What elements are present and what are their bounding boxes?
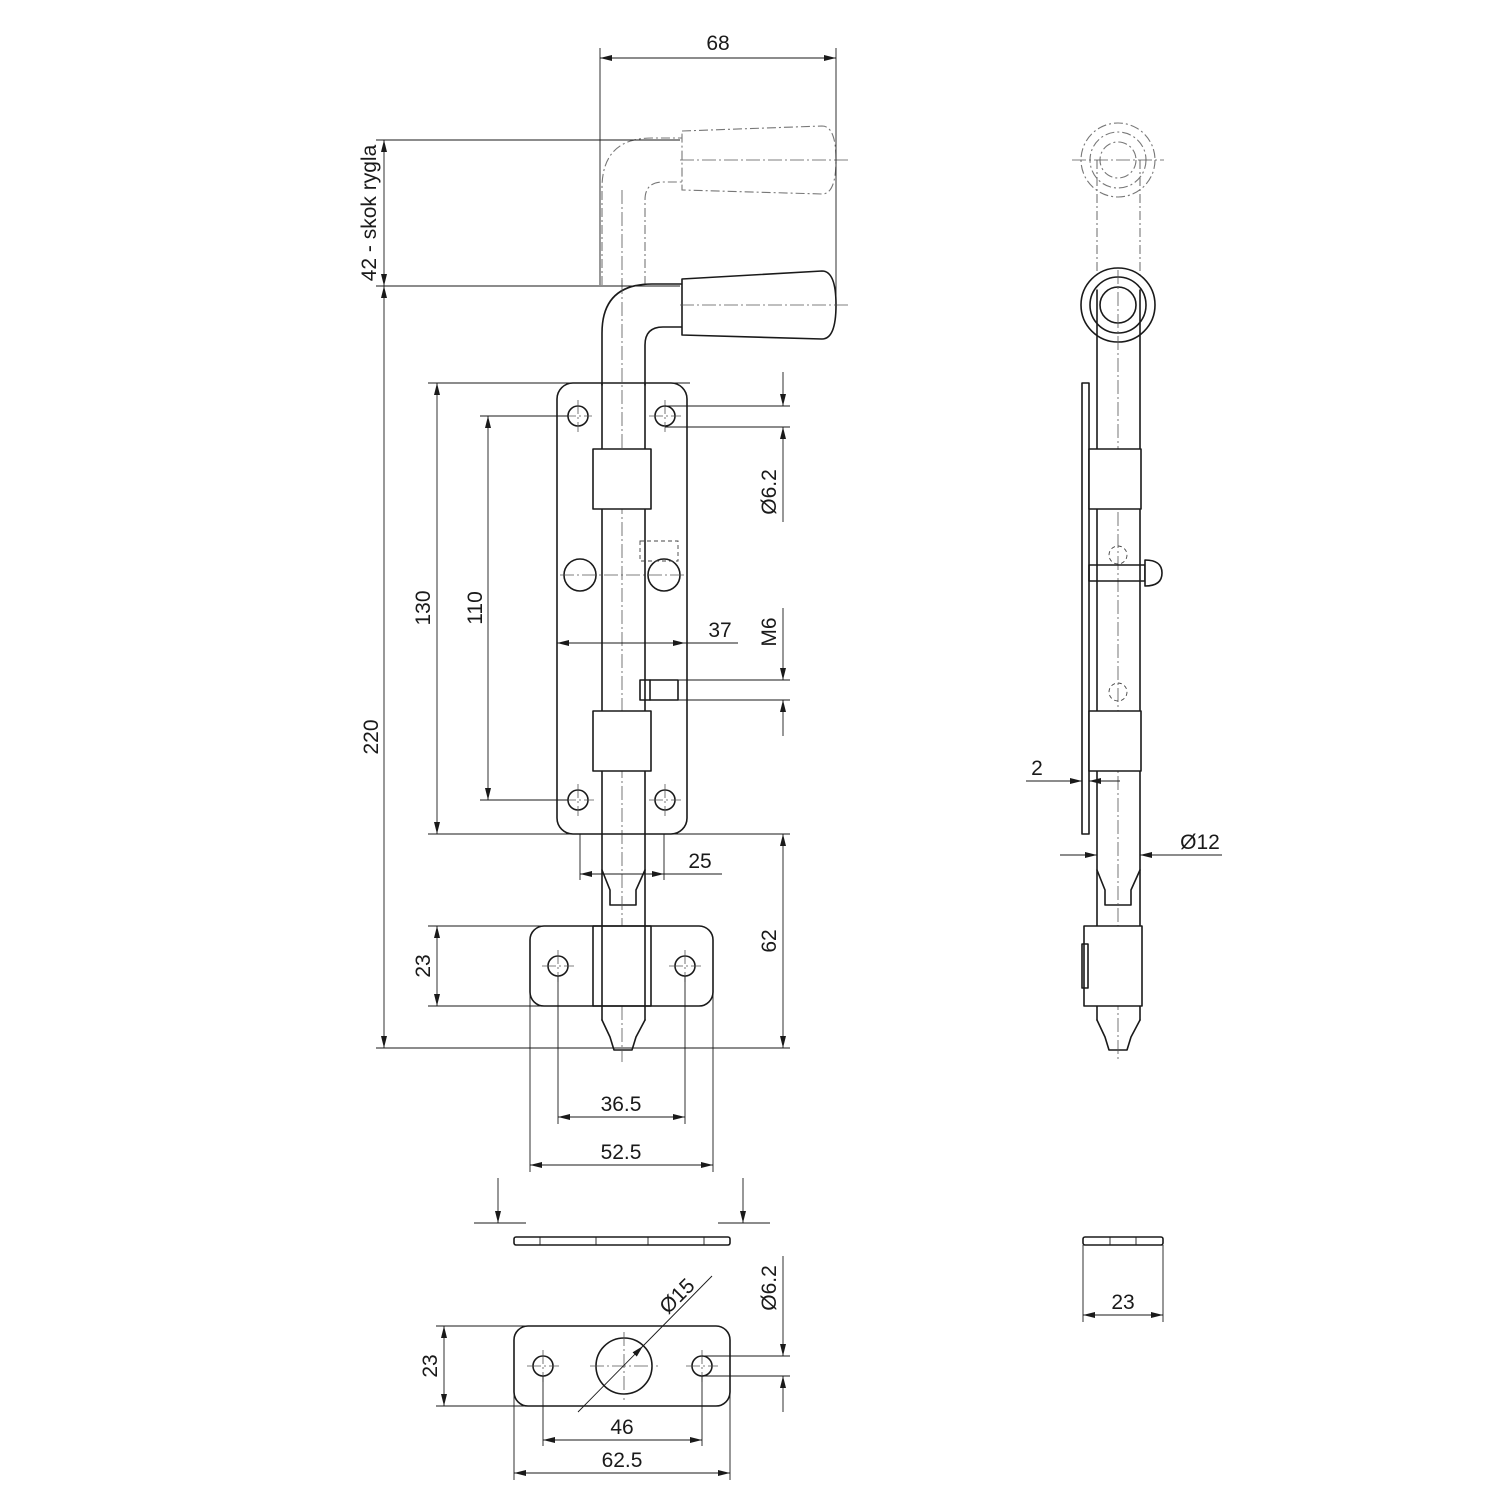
side-view: [1072, 122, 1164, 1062]
bottom-plate-dimensions: Ø15 Ø6.2 23 46 62.5: [419, 1256, 790, 1480]
bottom-plate: [474, 1178, 770, 1407]
dim-23-side: 23: [1111, 1291, 1134, 1314]
handle-lower: [601, 270, 848, 386]
front-dimensions: 68 42 - skok rygla 220 130 110 Ø6.2 M6: [358, 32, 837, 1172]
dim-52-5: 52.5: [601, 1141, 642, 1164]
dim-36-5: 36.5: [601, 1093, 642, 1116]
dim-62: 62: [758, 929, 781, 952]
dim-bore: Ø15: [655, 1274, 699, 1318]
dim-110: 110: [464, 591, 487, 624]
dim-thread: M6: [758, 617, 781, 646]
dim-23-plate: 23: [419, 1354, 442, 1377]
dim-23-keeper: 23: [412, 954, 435, 977]
front-view: [529, 125, 848, 1062]
dim-220: 220: [360, 719, 383, 754]
dim-68: 68: [706, 32, 729, 55]
dim-rod: Ø12: [1180, 831, 1220, 854]
handle-upper-position: [601, 125, 848, 285]
dim-stroke: 42 - skok rygla: [358, 144, 381, 281]
dim-37: 37: [708, 619, 731, 642]
dim-hole-lower: Ø6.2: [758, 1265, 781, 1311]
dim-2: 2: [1031, 757, 1043, 780]
guide-sleeve-upper: [592, 448, 652, 510]
keeper-block: [529, 925, 714, 1007]
dim-130: 130: [412, 590, 435, 625]
dim-25: 25: [688, 850, 711, 873]
side-dimensions: 2 Ø12 23: [1026, 757, 1222, 1322]
dim-62-5: 62.5: [602, 1449, 643, 1472]
dim-46: 46: [610, 1416, 633, 1439]
guide-sleeve-lower: [592, 710, 652, 772]
dim-hole-upper: Ø6.2: [758, 469, 781, 515]
